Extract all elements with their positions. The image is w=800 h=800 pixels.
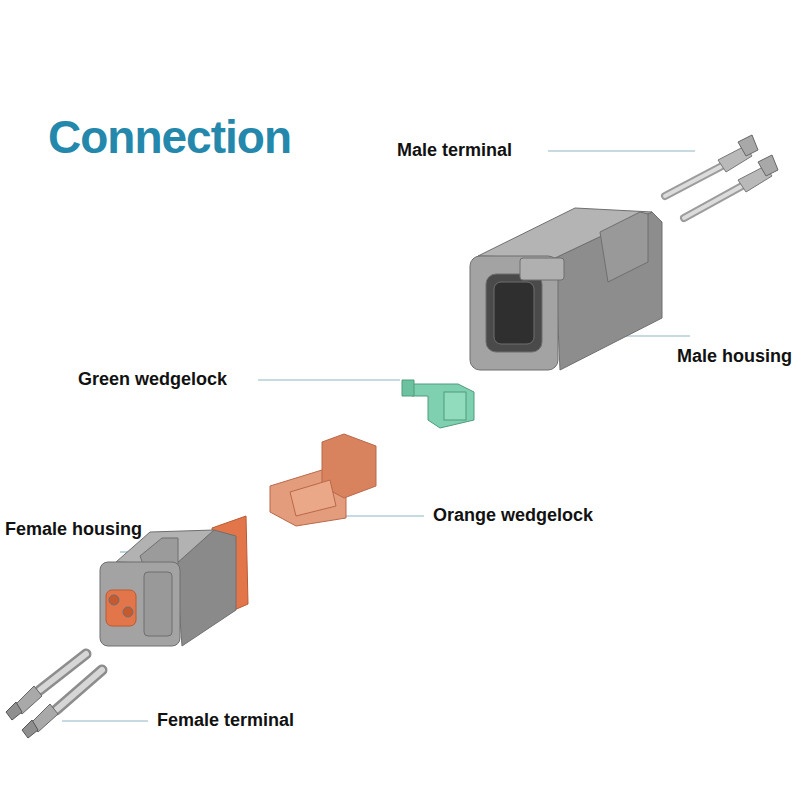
part-label: Orange wedgelock	[433, 505, 593, 526]
part-label: Female housing	[5, 519, 142, 540]
female-terminal-sockets	[6, 654, 102, 738]
green-wedgelock-part	[402, 380, 474, 428]
male-terminal-pins	[665, 135, 778, 218]
part-label: Male terminal	[397, 140, 512, 161]
diagram-title: Connection	[48, 110, 291, 164]
leader-line	[62, 720, 148, 721]
part-label: Female terminal	[157, 710, 294, 731]
part-label: Green wedgelock	[78, 369, 227, 390]
leader-line	[548, 150, 695, 151]
leader-lines	[62, 151, 695, 721]
leader-line	[258, 379, 400, 380]
part-label: Male housing	[677, 346, 792, 367]
male-housing-body	[470, 208, 662, 370]
orange-wedgelock-part	[270, 434, 376, 526]
